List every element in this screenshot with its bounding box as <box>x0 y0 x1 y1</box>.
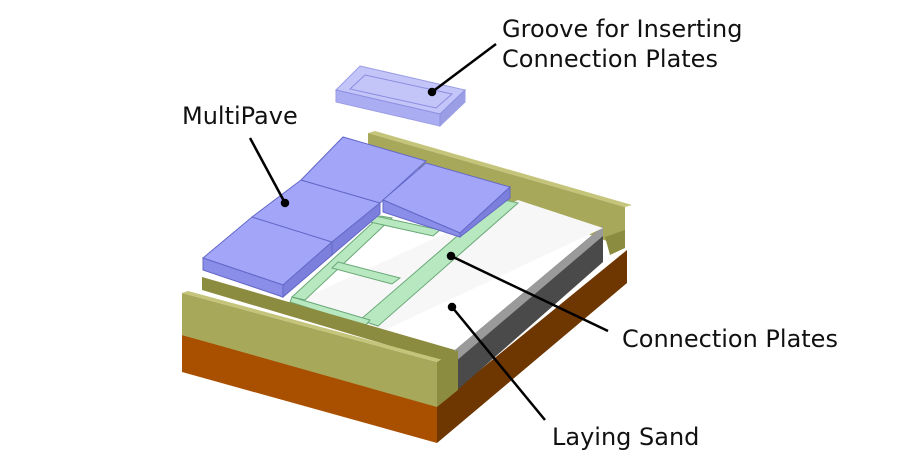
label-connection-plates: Connection Plates <box>622 325 838 353</box>
laying-sand-surface <box>300 200 603 330</box>
label-groove-line1: Groove for Inserting <box>502 15 743 43</box>
connection-plates <box>289 198 520 327</box>
label-multipave: MultiPave <box>182 102 298 130</box>
front-channel <box>182 277 458 407</box>
groove-tile <box>335 65 467 128</box>
multipave-tiles <box>201 136 511 299</box>
base-layer <box>182 250 627 443</box>
label-laying-sand: Laying Sand <box>552 423 700 451</box>
leader-lines <box>248 43 609 421</box>
label-groove-line2: Connection Plates <box>502 45 718 73</box>
